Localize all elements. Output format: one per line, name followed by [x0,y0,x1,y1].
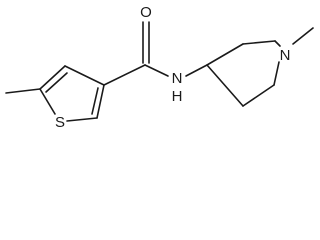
bond-nitrogen-piperidine [185,64,208,77]
sulfur-label: S [55,114,65,131]
bond-nitrogen-methyl [292,27,314,45]
bond-piperidine-c3a-c2a [242,40,276,45]
bond-thiophene-c5-c4 [39,65,66,90]
bond-thiophene-s-c5 [39,88,56,115]
bond-thiophene-c2-s [66,117,98,122]
bond-thiophene-c3-c2-inner [91,87,99,115]
bond-piperidine-c2a-n [274,40,281,47]
bond-piperidine-c2b-c3b [242,84,275,107]
bond-methyl-thiophene [5,88,41,94]
piperidine-nitrogen-label: N [280,47,291,64]
bond-thiophene-c3-c2 [96,84,105,119]
bond-piperidine-c3b-c4 [206,64,244,107]
bond-piperidine-c4-c3a [206,43,244,66]
bond-thiophene-c4-c3 [64,65,105,86]
amide-nitrogen-label: N [172,70,183,87]
bond-carbonyl-nitrogen [144,64,169,77]
amide-hydrogen-label: H [172,88,183,105]
bond-thiophene-c5-c4-inner [45,72,68,93]
bond-piperidine-n-c2b [273,61,280,86]
bond-thiophene-carbonyl [103,64,146,86]
chemical-structure-diagram: O N H N S [5,4,314,131]
oxygen-label: O [140,4,152,21]
